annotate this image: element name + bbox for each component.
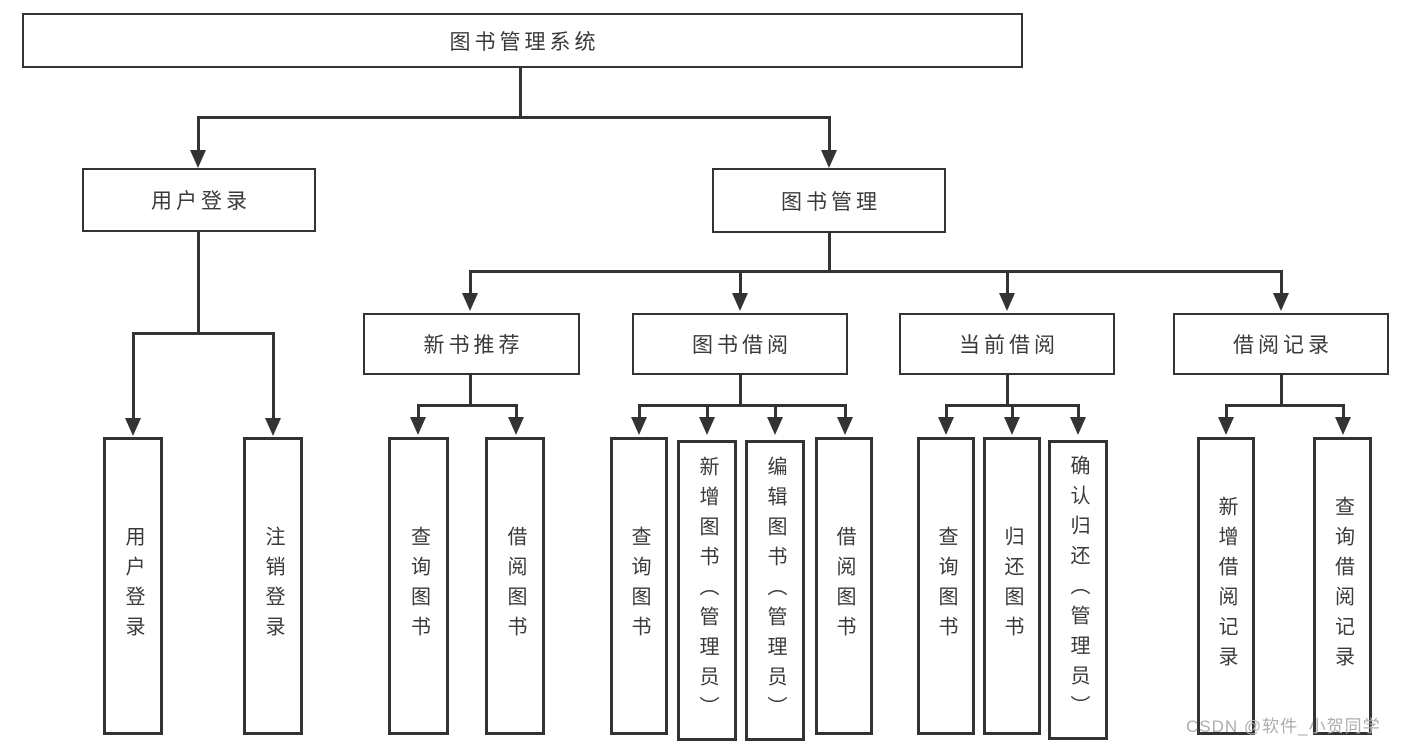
csdn-watermark: CSDN @软件_小贺同学 (1186, 717, 1381, 736)
arrow-down-icon (190, 150, 206, 168)
connector-line (518, 67, 522, 118)
arrow-down-icon (699, 417, 715, 435)
connector-line (843, 404, 847, 419)
root-node-label: 图书管理系统 (449, 30, 600, 54)
connector-line (196, 116, 200, 152)
leaf-label: 借阅图书 (504, 526, 526, 646)
connector-line (1341, 404, 1345, 419)
connector-line (131, 332, 275, 335)
leaf-label: 借阅图书 (833, 526, 855, 646)
connector-line (705, 404, 709, 419)
leaf-box-return-books: 归还图书 (983, 437, 1041, 735)
node-box-new-book-recommend: 新书推荐 (363, 313, 580, 375)
connector-line (1224, 404, 1228, 419)
connector-line (827, 116, 831, 152)
connector-line (827, 232, 831, 272)
leaf-label: 编辑图书（管理员） (764, 455, 786, 726)
arrow-down-icon (1218, 417, 1234, 435)
arrow-down-icon (631, 417, 647, 435)
arrow-down-icon (265, 418, 281, 436)
connector-line (1224, 404, 1345, 407)
connector-line (1279, 270, 1283, 295)
leaf-label: 查询图书 (628, 526, 650, 646)
arrow-down-icon (410, 417, 426, 435)
arrow-down-icon (732, 293, 748, 311)
leaf-box-borrow-books: 借阅图书 (485, 437, 545, 735)
node-label: 图书管理 (781, 190, 881, 214)
arrow-down-icon (1335, 417, 1351, 435)
leaf-box-add-borrow-record: 新增借阅记录 (1197, 437, 1255, 735)
arrow-down-icon (1273, 293, 1289, 311)
connector-line (131, 332, 135, 420)
arrow-down-icon (462, 293, 478, 311)
leaf-box-borrow-books: 借阅图书 (815, 437, 873, 735)
connector-line (1279, 374, 1283, 406)
connector-line (738, 374, 742, 406)
leaf-label: 新增图书（管理员） (696, 455, 718, 726)
leaf-box-query-borrow-record: 查询借阅记录 (1313, 437, 1372, 735)
arrow-down-icon (125, 418, 141, 436)
connector-line (738, 270, 742, 295)
connector-line (196, 231, 200, 334)
root-node-box: 图书管理系统 (22, 13, 1023, 68)
node-label: 图书借阅 (692, 334, 792, 357)
node-box-user-login: 用户登录 (82, 168, 316, 232)
connector-line (416, 404, 518, 407)
leaf-box-edit-books-admin: 编辑图书（管理员） (745, 440, 805, 741)
arrow-down-icon (1004, 417, 1020, 435)
node-label: 用户登录 (151, 190, 251, 213)
node-box-current-borrow: 当前借阅 (899, 313, 1115, 375)
connector-line (637, 404, 847, 407)
leaf-box-query-books: 查询图书 (610, 437, 668, 735)
arrow-down-icon (999, 293, 1015, 311)
leaf-box-add-books-admin: 新增图书（管理员） (677, 440, 737, 741)
leaf-box-confirm-return-admin: 确认归还（管理员） (1048, 440, 1108, 740)
arrow-down-icon (938, 417, 954, 435)
node-box-book-management: 图书管理 (712, 168, 946, 233)
node-label: 当前借阅 (959, 334, 1059, 357)
leaf-label: 查询图书 (935, 526, 957, 646)
leaf-label: 归还图书 (1001, 526, 1023, 646)
connector-line (1005, 374, 1009, 406)
node-label: 借阅记录 (1233, 334, 1333, 357)
connector-line (637, 404, 641, 419)
connector-line (416, 404, 420, 419)
leaf-label: 注销登录 (262, 526, 284, 646)
connector-line (773, 404, 777, 419)
connector-line (1005, 270, 1009, 295)
connector-line (271, 332, 275, 420)
leaf-label: 新增借阅记录 (1215, 496, 1237, 676)
arrow-down-icon (1070, 417, 1086, 435)
connector-line (514, 404, 518, 419)
leaf-box-user-login: 用户登录 (103, 437, 163, 735)
leaf-box-logout: 注销登录 (243, 437, 303, 735)
connector-line (468, 270, 472, 295)
leaf-box-query-books: 查询图书 (388, 437, 449, 735)
leaf-label: 查询借阅记录 (1331, 496, 1354, 676)
connector-line (944, 404, 948, 419)
node-label: 新书推荐 (423, 334, 524, 357)
connector-line (1076, 404, 1080, 419)
connector-line (468, 270, 1283, 273)
node-box-borrow-records: 借阅记录 (1173, 313, 1389, 375)
leaf-label: 确认归还（管理员） (1067, 455, 1089, 725)
connector-line (468, 374, 472, 406)
leaf-box-query-books: 查询图书 (917, 437, 975, 735)
arrow-down-icon (767, 417, 783, 435)
leaf-label: 查询图书 (407, 526, 430, 646)
arrow-down-icon (508, 417, 524, 435)
node-box-book-borrow: 图书借阅 (632, 313, 848, 375)
leaf-label: 用户登录 (122, 526, 144, 646)
arrow-down-icon (821, 150, 837, 168)
connector-line (196, 116, 831, 119)
connector-line (1010, 404, 1014, 419)
arrow-down-icon (837, 417, 853, 435)
